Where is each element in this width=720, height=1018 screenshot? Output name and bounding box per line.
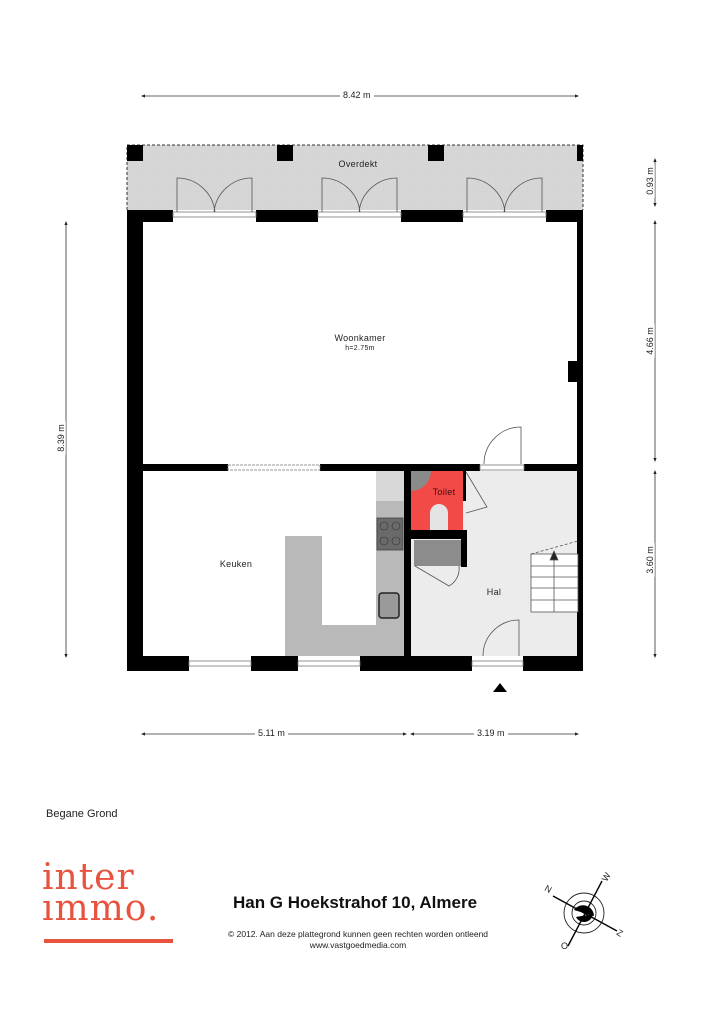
floor-name: Begane Grond	[46, 808, 118, 820]
room-label-toilet: Toilet	[432, 487, 456, 497]
stairs	[530, 540, 579, 613]
logo-line-1: inter	[42, 857, 135, 898]
copyright-block: © 2012. Aan deze plattegrond kunnen geen…	[228, 929, 488, 951]
door-swings	[176, 177, 543, 657]
sink-icon	[378, 592, 400, 619]
dimension-right-hal: 3.60 m	[644, 543, 655, 577]
interimmo-logo: inter ımmo.	[42, 857, 160, 929]
window-frames	[172, 211, 547, 667]
room-label-woonkamer: Woonkamer	[334, 333, 386, 343]
logo-line-2: ımmo.	[42, 888, 160, 929]
logo-underline	[44, 939, 173, 943]
property-address: Han G Hoekstrahof 10, Almere	[232, 893, 478, 912]
entrance-arrow-icon	[493, 683, 507, 692]
overdekt-area	[126, 144, 584, 210]
room-label-hal: Hal	[486, 587, 502, 597]
compass-icon	[552, 880, 618, 947]
dimension-right-woonkamer: 4.66 m	[644, 324, 655, 358]
kitchen-counter	[285, 471, 404, 656]
dimension-right-overdekt: 0.93 m	[644, 164, 655, 198]
copyright-text: © 2012. Aan deze plattegrond kunnen geen…	[227, 929, 489, 939]
dimension-top-width: 8.42 m	[340, 90, 374, 100]
cooktop-icon	[376, 517, 404, 551]
room-height-woonkamer: h=2.75m	[345, 345, 375, 352]
room-label-overdekt: Overdekt	[338, 159, 378, 169]
walls	[127, 210, 583, 671]
room-label-keuken: Keuken	[219, 559, 253, 569]
dimension-bottom-left: 5.11 m	[255, 728, 288, 738]
dimension-bottom-right: 3.19 m	[474, 728, 508, 738]
toilet-bowl-icon	[430, 504, 448, 530]
website-text: www.vastgoedmedia.com	[309, 940, 407, 950]
closet-block	[414, 540, 462, 566]
dimension-left-height: 8.39 m	[55, 421, 66, 455]
compass-label-o: O	[561, 941, 569, 951]
toilet-room	[411, 471, 463, 566]
